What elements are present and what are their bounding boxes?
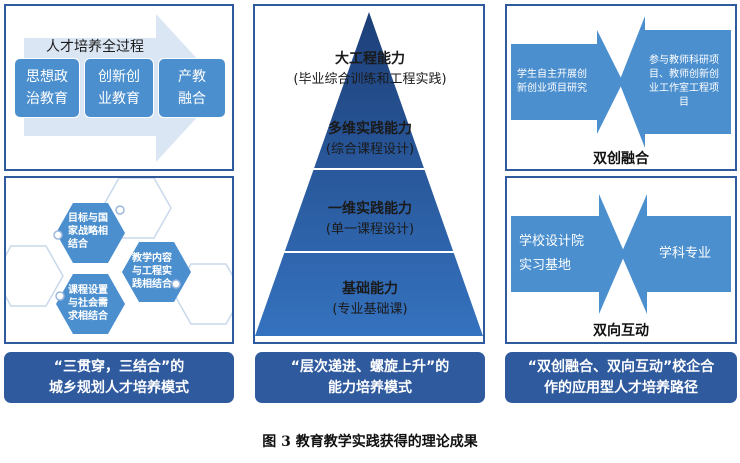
- arrow-label: 人才培养全过程: [46, 39, 144, 55]
- connector-dot: [115, 205, 125, 215]
- hex-course-line2: 与社会需: [68, 298, 108, 309]
- arrow-right-shape: [511, 194, 625, 314]
- box-ideology-line2: 治教育: [26, 91, 68, 107]
- footer-cooperation-path: “双创融合、双向互动”校企合 作的应用型人才培养路径: [505, 352, 737, 403]
- hex-content-line1: 教学内容: [132, 253, 172, 264]
- footer-talent-model-line2: 城乡规划人才培养模式: [49, 379, 189, 396]
- teacher-project-line1: 参与教师科研项: [649, 55, 719, 66]
- footer-talent-model-line1: “三贯穿，三结合”的: [53, 358, 185, 375]
- discipline-text: 学科专业: [659, 246, 712, 261]
- footer-cooperation-path-line1: “双创融合、双向互动”校企合: [527, 358, 715, 375]
- pyramid-body: [255, 12, 483, 336]
- footer-ability-model-line1: “层次递进、螺旋上升”的: [290, 358, 450, 375]
- teacher-project-line4: 目: [679, 97, 689, 108]
- box-ideology-line1: 思想政: [26, 69, 68, 85]
- hex-goal: [56, 203, 125, 263]
- hex-course-text: 课程设置 与社会需 求相结合: [68, 284, 108, 323]
- design-institute-line1: 学校设计院: [519, 234, 585, 249]
- hex-goal-line1: 目标与国: [68, 213, 108, 224]
- hex-content-line2: 与工程实: [132, 266, 172, 277]
- panel-three-combinations: 目标与国 家战略相 结合 教学内容 与工程实 践相结合 课程设置 与社会需 求相…: [4, 176, 234, 344]
- arrow-left-shape: [619, 16, 731, 148]
- hex-outline-right: [173, 263, 232, 325]
- panel-two-way-interaction: 学校设计院 实习基地 学科专业 双向互动: [505, 176, 737, 344]
- box-innovation: 创新创业教育: [84, 58, 154, 118]
- level-4-sub: (专业基础课): [332, 302, 408, 317]
- level-3-title: 一维实践能力: [328, 201, 412, 217]
- box-innovation-line2: 业教育: [98, 91, 140, 107]
- panel-ability-pyramid: 大工程能力 (毕业综合训练和工程实践) 多维实践能力 (综合课程设计) 一维实践…: [253, 4, 485, 344]
- figure-caption: 图 3 教育教学实践获得的理论成果: [262, 434, 478, 450]
- interaction-arrows: [511, 194, 731, 314]
- level-2-sub: (综合课程设计): [325, 142, 415, 157]
- design-institute-text: 学校设计院 实习基地: [519, 230, 584, 278]
- hex-outline-left: [6, 245, 64, 307]
- hex-goal-line2: 家战略相: [68, 226, 108, 237]
- hex-content-text: 教学内容 与工程实 践相结合: [132, 252, 172, 291]
- level-1-title: 大工程能力: [335, 51, 405, 67]
- level-3-sub: (单一课程设计): [325, 222, 415, 237]
- footer-ability-model-line2: 能力培养模式: [328, 379, 412, 396]
- student-project-text: 学生自主开展创 新创业项目研究: [517, 68, 587, 96]
- design-institute-line2: 实习基地: [519, 258, 572, 273]
- box-industry: 产教融合: [158, 58, 226, 118]
- hex-goal-line3: 结合: [68, 239, 88, 250]
- connector-dot: [171, 279, 181, 289]
- level-2-title: 多维实践能力: [328, 121, 412, 137]
- hex-goal-text: 目标与国 家战略相 结合: [68, 212, 108, 251]
- footer-talent-model: “三贯穿，三结合”的 城乡规划人才培养模式: [4, 352, 234, 403]
- converging-arrows: [511, 16, 731, 148]
- connector-dot: [53, 230, 63, 240]
- hex-course-line1: 课程设置: [68, 285, 108, 296]
- dual-innovation-label: 双创融合: [593, 151, 649, 167]
- hexagon-cluster: [6, 178, 232, 334]
- box-innovation-line1: 创新创: [98, 69, 140, 85]
- teacher-project-line2: 目、教师创新创: [649, 69, 719, 80]
- teacher-project-text: 参与教师科研项 目、教师创新创 业工作室工程项 目: [649, 54, 719, 110]
- level-1-sub: (毕业综合训练和工程实践): [293, 72, 447, 87]
- student-project-line1: 学生自主开展创: [517, 69, 587, 80]
- footer-cooperation-path-line2: 作的应用型人才培养路径: [544, 379, 698, 396]
- box-industry-line1: 产教: [178, 69, 206, 85]
- arrow-right-shape: [511, 30, 623, 134]
- box-ideology: 思想政治教育: [14, 58, 80, 118]
- box-industry-line2: 融合: [178, 91, 206, 107]
- teacher-project-line3: 业工作室工程项: [649, 83, 719, 94]
- hex-content-line3: 践相结合: [132, 279, 172, 290]
- two-way-label: 双向互动: [593, 323, 649, 339]
- footer-ability-model: “层次递进、螺旋上升”的 能力培养模式: [255, 352, 485, 403]
- pyramid: [255, 12, 483, 336]
- student-project-line2: 新创业项目研究: [517, 83, 587, 94]
- panel-dual-innovation: 学生自主开展创 新创业项目研究 参与教师科研项 目、教师创新创 业工作室工程项 …: [505, 4, 737, 171]
- arrow-left-shape: [621, 194, 731, 314]
- connector-dot: [55, 291, 65, 301]
- hex-course-line3: 求相结合: [68, 311, 108, 322]
- hex-course: [56, 274, 125, 334]
- panel-talent-process: 人才培养全过程 思想政治教育 创新创业教育 产教融合: [4, 4, 234, 171]
- level-4-title: 基础能力: [342, 281, 398, 297]
